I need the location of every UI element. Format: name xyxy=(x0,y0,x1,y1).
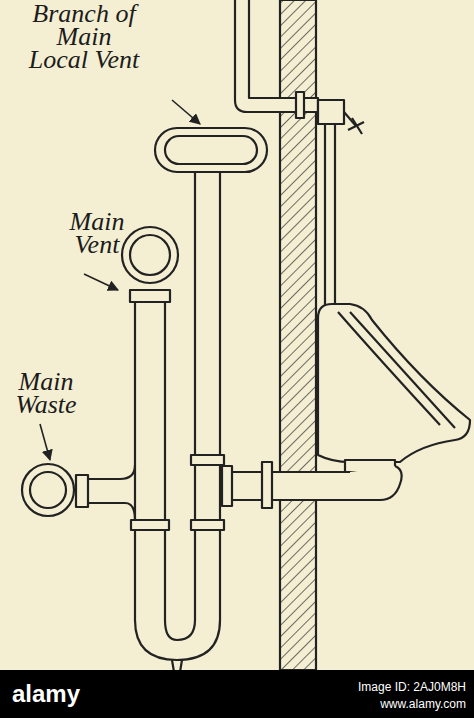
watermark: alamy xyxy=(12,680,132,707)
leader-arrow xyxy=(40,424,50,460)
part-label: Main Vent xyxy=(58,210,136,256)
leader-arrow xyxy=(84,274,118,290)
vent-stack xyxy=(135,302,165,620)
local-vent-section xyxy=(155,128,267,172)
main-vent-section xyxy=(122,227,178,283)
urinal xyxy=(318,304,470,462)
part-label: Main Waste xyxy=(6,370,86,416)
riser xyxy=(195,172,220,620)
trap xyxy=(135,620,220,660)
watermark: www.alamy.com xyxy=(250,697,466,712)
main-waste-section xyxy=(22,464,74,516)
part-label: Branch of Main Local Vent xyxy=(28,2,140,71)
outlet-pipe xyxy=(222,460,402,508)
watermark: Image ID: 2AJ0M8H xyxy=(250,680,466,695)
leader-arrow xyxy=(172,100,200,124)
watermark-bar xyxy=(0,670,474,718)
